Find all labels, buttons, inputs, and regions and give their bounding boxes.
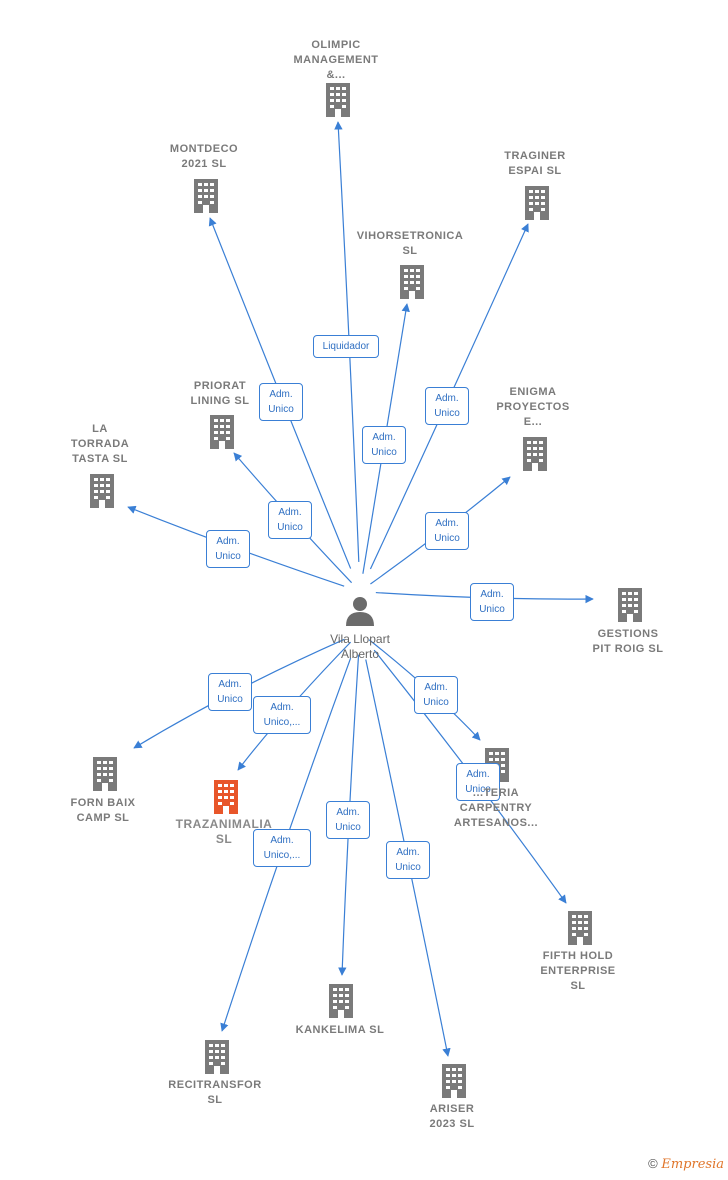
edge-label-vihorse[interactable]: Adm. Unico	[362, 426, 406, 464]
edge-label-traginer[interactable]: Adm. Unico	[425, 387, 469, 425]
edge-label-trazanimalia[interactable]: Adm. Unico,...	[253, 696, 311, 734]
edge-label-torrada[interactable]: Adm. Unico	[206, 530, 250, 568]
building-icon-ariser[interactable]	[442, 1064, 466, 1098]
copyright-symbol: ©	[648, 1156, 658, 1171]
edge-label-carpentry[interactable]: Adm. Unico	[414, 676, 458, 714]
company-label-montdeco[interactable]: MONTDECO 2021 SL	[169, 143, 239, 170]
building-icon-vihorse[interactable]	[400, 265, 424, 299]
building-icon-priorat[interactable]	[210, 415, 234, 449]
building-icon-olimpic[interactable]	[326, 83, 350, 117]
edge-label-ariser[interactable]: Adm. Unico	[386, 841, 430, 879]
person-icon[interactable]	[346, 597, 374, 626]
company-label-fornbaix[interactable]: FORN BAIX CAMP SL	[70, 797, 136, 824]
building-icon-kankelima[interactable]	[329, 984, 353, 1018]
person-label[interactable]: Vila Llopart Alberto	[330, 632, 390, 661]
company-label-olimpic[interactable]: OLIMPIC MANAGEMENT &...	[293, 39, 379, 81]
company-label-enigma[interactable]: ENIGMA PROYECTOS E...	[496, 386, 570, 428]
building-icon-recitransfor[interactable]	[205, 1040, 229, 1074]
edge-label-recitransfor[interactable]: Adm. Unico,...	[253, 829, 311, 867]
icons-layer	[90, 83, 642, 1098]
building-icon-montdeco[interactable]	[194, 179, 218, 213]
company-label-fifthhold[interactable]: FIFTH HOLD ENTERPRISE SL	[540, 950, 616, 992]
company-label-torrada[interactable]: LA TORRADA TASTA SL	[70, 423, 130, 465]
company-label-ariser[interactable]: ARISER 2023 SL	[429, 1103, 475, 1130]
edges-layer	[127, 121, 594, 1057]
edge-label-kankelima[interactable]: Adm. Unico	[326, 801, 370, 839]
company-label-kankelima[interactable]: KANKELIMA SL	[295, 1024, 385, 1036]
building-icon-gestions[interactable]	[618, 588, 642, 622]
company-label-carpentry[interactable]: ...TERIA CARPENTRY ARTESANOS...	[453, 787, 539, 829]
company-label-trazanimalia[interactable]: TRAZANIMALIA SL	[175, 817, 273, 846]
edge-label-olimpic[interactable]: Liquidador	[313, 335, 379, 358]
company-label-gestions[interactable]: GESTIONS PIT ROIG SL	[592, 628, 664, 655]
empresia-logo[interactable]: Empresia	[661, 1157, 724, 1172]
company-label-recitransfor[interactable]: RECITRANSFOR SL	[168, 1079, 262, 1106]
edge-label-fifthhold[interactable]: Adm. Unico	[456, 763, 500, 801]
edge-label-enigma[interactable]: Adm. Unico	[425, 512, 469, 550]
company-label-priorat[interactable]: PRIORAT LINING SL	[190, 380, 250, 407]
building-icon-traginer[interactable]	[525, 186, 549, 220]
building-icon-enigma[interactable]	[523, 437, 547, 471]
edge-label-fornbaix[interactable]: Adm. Unico	[208, 673, 252, 711]
building-icon-fifthhold[interactable]	[568, 911, 592, 945]
footer: © Empresia	[648, 1156, 724, 1172]
building-icon-trazanimalia[interactable]	[214, 780, 238, 814]
edge-label-montdeco[interactable]: Adm. Unico	[259, 383, 303, 421]
building-icon-fornbaix[interactable]	[93, 757, 117, 791]
building-icon-torrada[interactable]	[90, 474, 114, 508]
company-label-traginer[interactable]: TRAGINER ESPAI SL	[504, 150, 566, 177]
edge-label-gestions[interactable]: Adm. Unico	[470, 583, 514, 621]
company-label-vihorse[interactable]: VIHORSETRONICA SL	[356, 230, 464, 257]
edge-label-priorat[interactable]: Adm. Unico	[268, 501, 312, 539]
